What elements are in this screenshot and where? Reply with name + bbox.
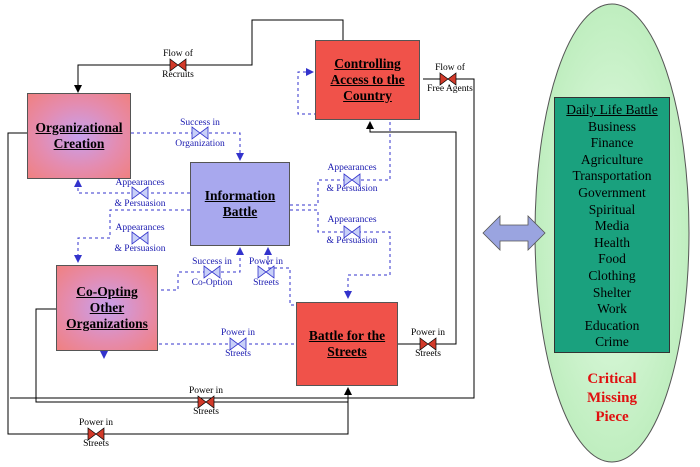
daily-life-item: Education	[584, 317, 640, 333]
dash-appear-1	[74, 179, 190, 194]
double-arrow-icon	[482, 215, 546, 251]
daily-life-item: Work	[597, 301, 627, 317]
dash-appear-2	[74, 209, 190, 263]
dash-appear-4	[290, 209, 391, 299]
dash-power-info	[264, 247, 300, 306]
info-valve-icons	[131, 126, 361, 351]
dash-success-org	[131, 132, 244, 161]
dash-power-coop	[100, 343, 294, 359]
daily-life-item: Crime	[595, 334, 629, 350]
daily-life-item: Finance	[590, 135, 634, 151]
coop-left-line	[35, 308, 348, 403]
daily-life-item: Business	[587, 118, 636, 134]
valve-icons	[87, 58, 457, 441]
daily-life-item: Government	[578, 184, 646, 200]
daily-life-item: Health	[594, 234, 630, 250]
daily-life-item: Agriculture	[580, 151, 644, 167]
dash-success-coop	[131, 247, 244, 291]
daily-life-item: Food	[598, 251, 626, 267]
appear-2-label: Appearances& Persuasion	[114, 223, 166, 255]
daily-life-title: Daily Life Battle	[566, 102, 658, 117]
daily-life-item: Media	[594, 218, 630, 234]
appear-4-label: Appearances& Persuasion	[326, 215, 378, 247]
dash-appear-3	[290, 68, 391, 206]
critical-missing-piece: Critical Missing Piece	[586, 371, 637, 425]
appear-1-label: Appearances& Persuasion	[114, 178, 166, 210]
daily-life-item: Shelter	[592, 284, 632, 300]
daily-life-item: Transportation	[572, 168, 652, 184]
recruits-flow-line	[74, 19, 344, 93]
daily-life-item: Spiritual	[588, 201, 636, 217]
appear-3-label: Appearances& Persuasion	[326, 163, 378, 195]
org-left-line	[7, 132, 352, 435]
daily-life-item: Clothing	[588, 267, 636, 283]
battle-right-line	[366, 121, 457, 345]
